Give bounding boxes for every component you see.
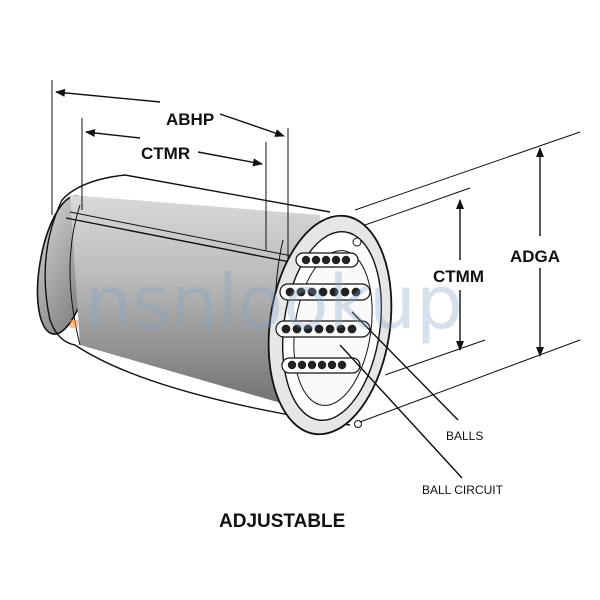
ball	[321, 255, 331, 265]
label-adga: ADGA	[510, 247, 560, 266]
ball	[281, 324, 291, 334]
ball	[331, 255, 341, 265]
watermark-dot	[70, 320, 78, 328]
ball	[336, 324, 346, 334]
ball	[287, 360, 297, 370]
adjustment-slit	[65, 217, 291, 263]
ball	[303, 324, 313, 334]
label-balls: BALLS	[446, 429, 483, 443]
ball	[337, 360, 347, 370]
rim-notch-bottom	[354, 420, 362, 428]
ball	[317, 360, 327, 370]
ball	[311, 255, 321, 265]
ball	[285, 287, 295, 297]
ball	[292, 324, 302, 334]
rim-notch-top	[352, 237, 362, 247]
watermark-text: nsnlookup	[85, 260, 463, 346]
label-ctmr: CTMR	[141, 144, 190, 163]
ball-circuit-3	[275, 320, 371, 338]
ball	[325, 324, 335, 334]
ball	[340, 287, 350, 297]
ball	[307, 360, 317, 370]
ball	[351, 287, 361, 297]
shell-top-edge	[61, 174, 331, 213]
ball	[296, 287, 306, 297]
ball-circuit-leader	[339, 344, 463, 479]
dimension-ctmr	[81, 118, 267, 250]
ball	[297, 360, 307, 370]
ball	[347, 324, 357, 334]
watermark: nsnlookup	[70, 260, 463, 346]
dimension-adga	[354, 131, 581, 423]
adjustment-slit-edge	[69, 211, 293, 257]
label-ball-circuit: BALL CIRCUIT	[422, 483, 504, 497]
label-abhp: ABHP	[166, 110, 214, 129]
ball	[307, 287, 317, 297]
dimension-abhp	[51, 80, 289, 258]
balls-leader	[351, 311, 459, 421]
ball	[327, 360, 337, 370]
ball	[329, 287, 339, 297]
front-face	[267, 214, 393, 436]
ball-circuit-4	[281, 357, 361, 374]
ball-circuit-1	[295, 252, 359, 268]
ball	[318, 287, 328, 297]
dimension-ctmm	[364, 187, 486, 376]
ball-circuit-2	[279, 283, 371, 301]
ball	[301, 255, 311, 265]
label-ctmm: CTMM	[433, 267, 484, 286]
caption-adjustable: ADJUSTABLE	[219, 511, 345, 532]
ball	[314, 324, 324, 334]
shell-left-outline	[44, 199, 76, 346]
ball	[341, 255, 351, 265]
